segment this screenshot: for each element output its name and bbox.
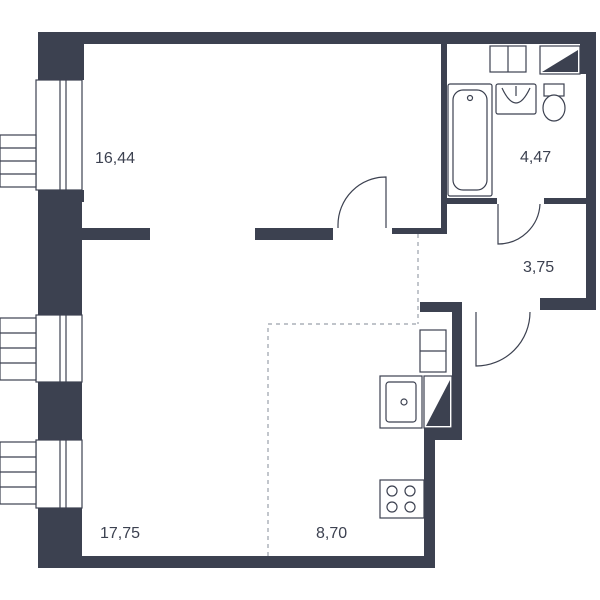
washer-cabinet	[489, 45, 527, 73]
zone-line-kitchen	[267, 323, 418, 556]
kitchen-cabinet	[419, 329, 447, 373]
door-entrance	[475, 311, 531, 367]
window-mid-left	[0, 314, 83, 383]
kitchen-stove	[379, 479, 425, 519]
window-top-left	[0, 79, 83, 191]
shaft-bath	[539, 45, 581, 75]
shaft-kitchen	[423, 375, 453, 429]
window-bottom-left	[0, 439, 83, 509]
room-area-top-left: 16,44	[95, 150, 135, 167]
kitchen-sink	[379, 375, 423, 429]
interior-walls	[72, 44, 588, 240]
room-area-kitchen: 8,70	[316, 525, 347, 542]
toilet	[542, 83, 566, 122]
exterior-walls	[38, 32, 596, 568]
room-area-bottom-left: 17,75	[100, 525, 140, 542]
door-bath	[497, 203, 541, 245]
room-area-hall: 3,75	[523, 259, 554, 276]
door-room1	[337, 176, 387, 228]
bathtub	[447, 83, 493, 197]
bath-sink	[495, 83, 537, 115]
room-area-bath: 4,47	[520, 149, 551, 166]
